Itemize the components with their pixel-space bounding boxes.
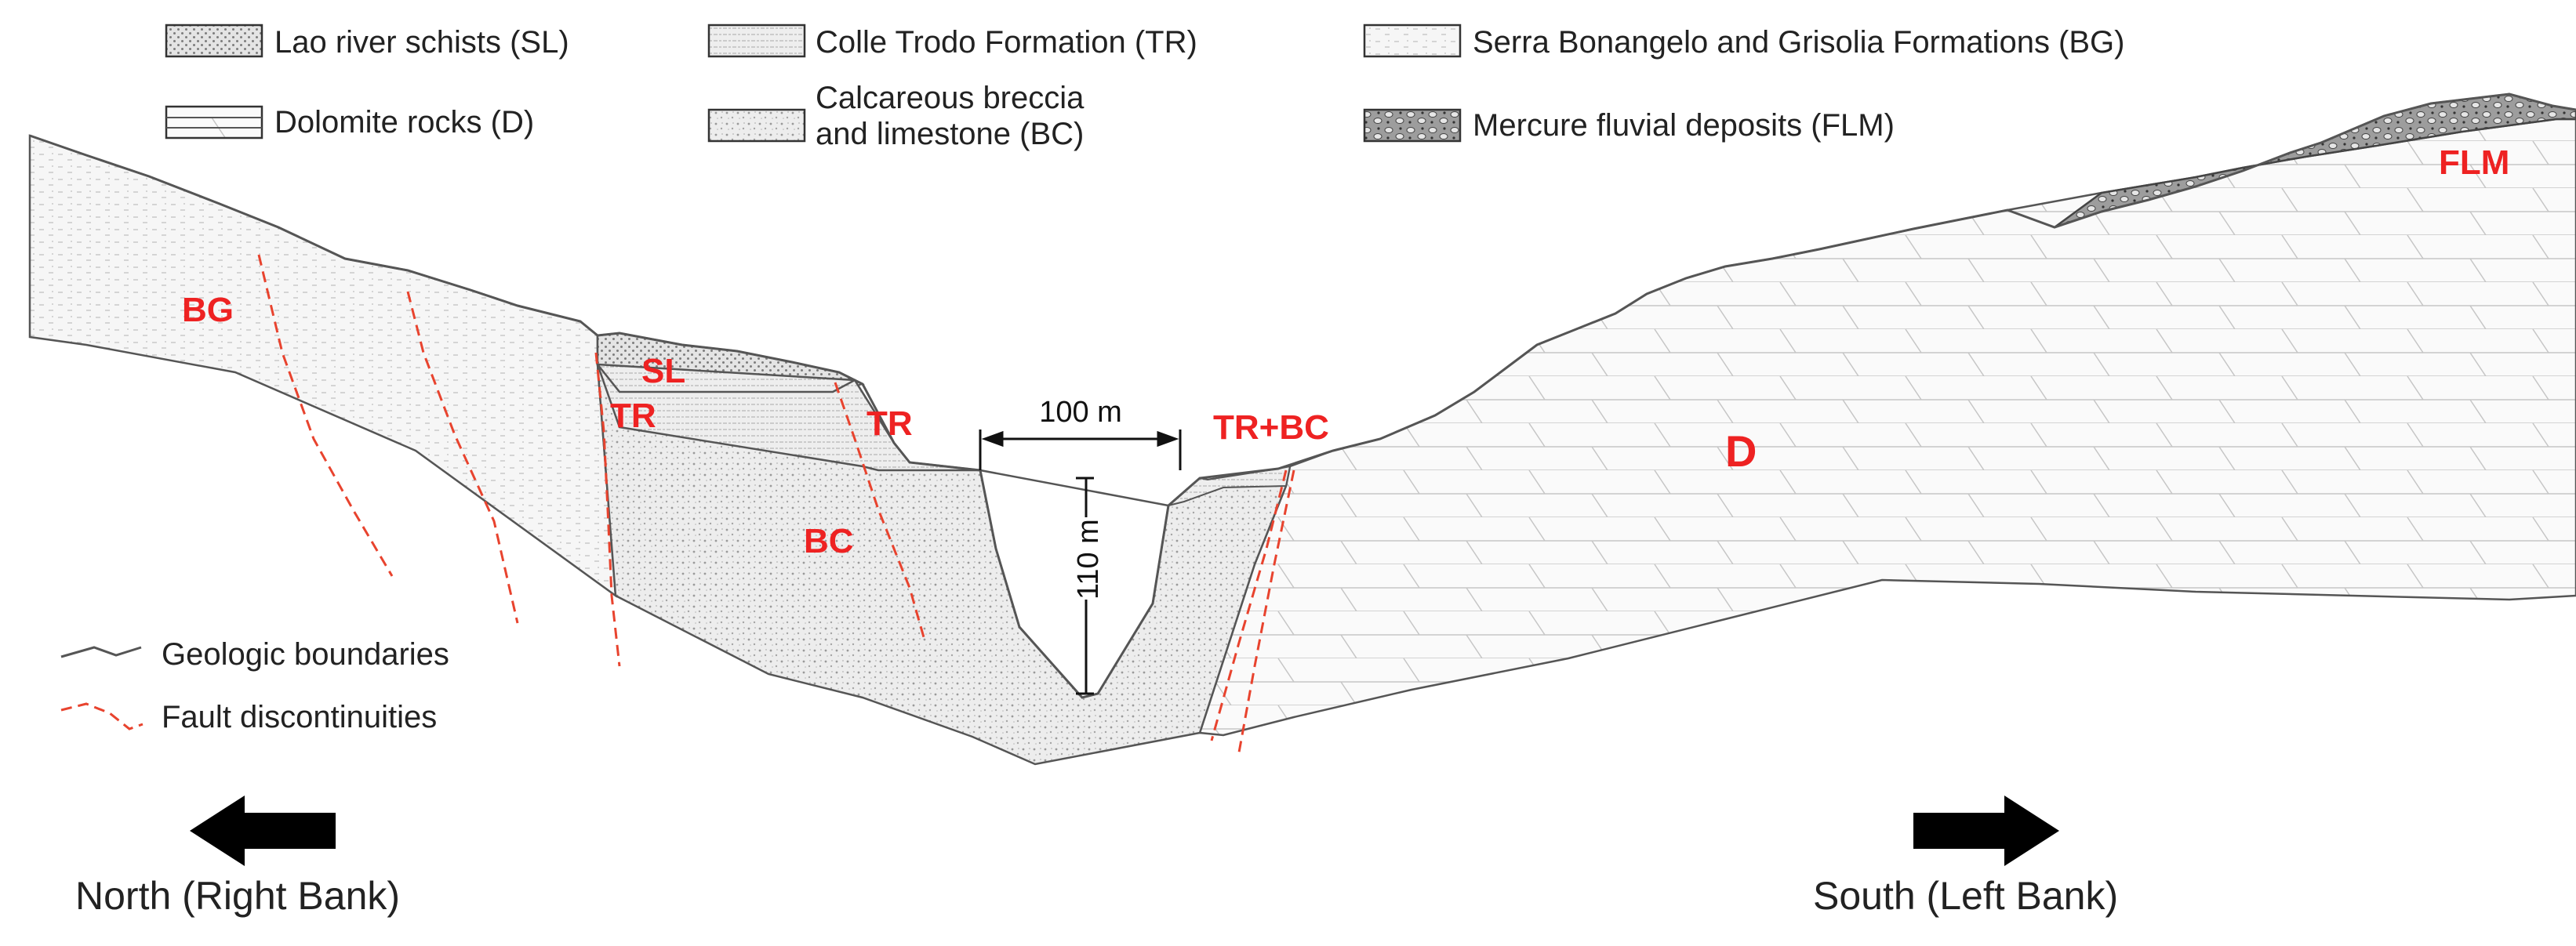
fault-discontinuity-label: Fault discontinuities [162,700,437,734]
legend-label-tr: Colle Trodo Formation (TR) [816,25,1197,60]
legend-label-flm: Mercure fluvial deposits (FLM) [1473,108,1895,143]
geologic-boundary-label: Geologic boundaries [162,637,449,672]
south-label: South (Left Bank) [1813,874,2118,918]
dimension-depth-label: 110 m [1072,519,1105,600]
right-arrow-icon [1913,796,2059,866]
label-tr-left: TR [610,397,656,435]
swatch-bc [707,108,806,143]
legend-item-sl: Lao river schists (SL) [165,24,569,60]
dimension-depth [1076,477,1094,695]
geologic-boundary-swatch [60,646,142,658]
legend-item-d: Dolomite rocks (D) [165,105,534,140]
legend-label-bc-line1: Calcareous breccia [816,81,1085,115]
legend-label-d: Dolomite rocks (D) [274,105,534,140]
label-d: D [1725,426,1757,476]
legend-label-sl: Lao river schists (SL) [274,25,569,60]
fault-line-3 [594,352,621,667]
fault-line-5 [1210,469,1288,741]
legend-label-bc-line2: and limestone (BC) [816,117,1084,151]
label-tr-bc: TR+BC [1213,408,1329,447]
label-bc: BC [804,522,854,560]
label-sl: SL [641,352,685,390]
north-direction: North (Right Bank) [75,796,400,918]
dimension-width [979,430,1182,470]
fault-line-2 [406,291,519,624]
faults [257,254,1295,753]
label-tr-mid: TR [867,404,913,443]
swatch-sl [165,24,263,58]
unit-bg [28,134,617,598]
swatch-d [165,105,263,140]
dimension-width-label: 100 m [1039,396,1122,429]
line-legend: Geologic boundaries Fault discontinuitie… [60,637,449,734]
label-bg: BG [182,291,234,329]
fault-line-1 [257,254,394,577]
legend-item-bc: Calcareous breccia and limestone (BC) [707,81,1093,151]
legend-label-bc: Calcareous breccia and limestone (BC) [816,81,1093,151]
legend-item-tr: Colle Trodo Formation (TR) [707,24,1197,60]
legend: Lao river schists (SL) Colle Trodo Forma… [165,24,2124,151]
legend-item-flm: Mercure fluvial deposits (FLM) [1363,108,1895,143]
north-label: North (Right Bank) [75,874,400,918]
fault-discontinuity-swatch [60,702,144,730]
south-direction: South (Left Bank) [1813,796,2118,918]
swatch-bg [1363,24,1462,58]
swatch-tr [707,24,806,58]
left-arrow-icon [190,796,336,866]
terrain-profile-line [29,92,2576,699]
legend-item-bg: Serra Bonangelo and Grisolia Formations … [1363,24,2124,60]
swatch-flm [1363,108,1462,143]
label-flm: FLM [2439,143,2509,182]
fault-line-6 [1237,469,1295,753]
legend-label-bg: Serra Bonangelo and Grisolia Formations … [1473,25,2124,60]
fault-line-4 [834,382,927,643]
